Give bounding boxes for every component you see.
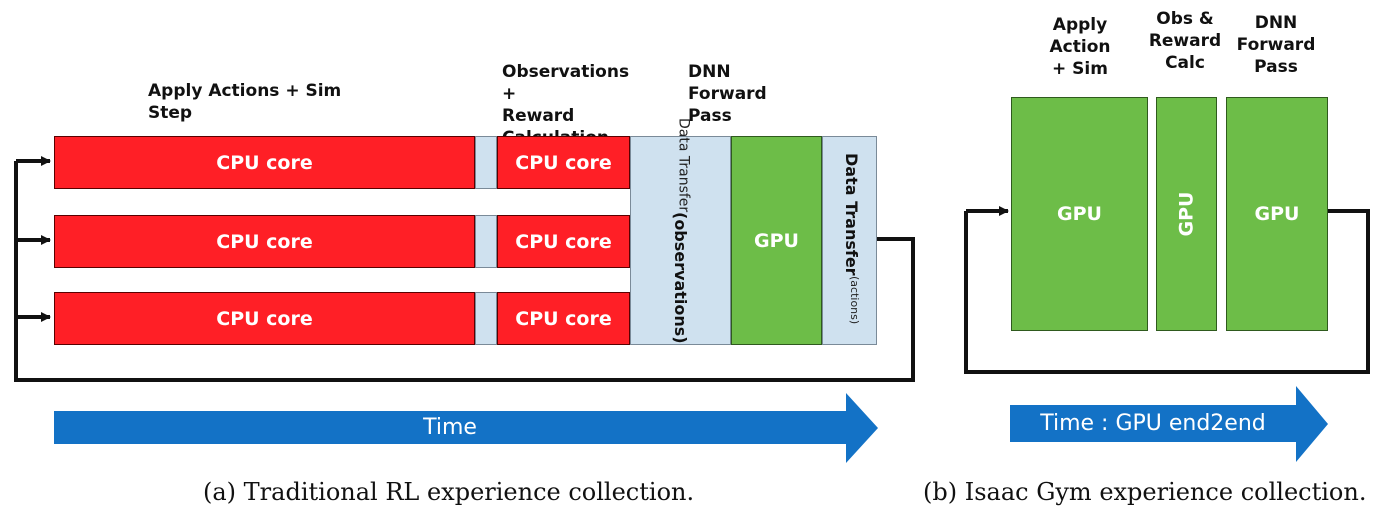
header-obs-reward-calc: Obs & Reward Calc (1148, 9, 1222, 73)
gpu-box-b2: GPU (1156, 97, 1217, 331)
time-label-a: Time (423, 415, 477, 440)
cpu-core-row2-sim: CPU core (54, 215, 475, 268)
panel-a-loop-line (14, 156, 915, 382)
header-apply-action-sim: Apply Action + Sim (1049, 15, 1111, 79)
gap-row1 (475, 136, 497, 189)
caption-a: (a) Traditional RL experience collection… (203, 478, 695, 506)
gpu-box-b2-label: GPU (1175, 191, 1198, 237)
panel-b-loop-line (964, 206, 1370, 374)
cpu-core-row3-sim: CPU core (54, 292, 475, 345)
time-label-b: Time : GPU end2end (1040, 411, 1266, 436)
header-dnn-forward-pass-b: DNN Forward Pass (1236, 13, 1316, 77)
cpu-core-row1-obs: CPU core (497, 136, 630, 189)
caption-b: (b) Isaac Gym experience collection. (923, 478, 1367, 506)
gap-row2 (475, 215, 497, 268)
header-dnn-forward-pass: DNN Forward Pass (688, 62, 767, 126)
data-transfer-observations-title: Data Transfer (675, 117, 692, 212)
time-arrow-a (54, 393, 878, 463)
cpu-core-row2-obs: CPU core (497, 215, 630, 268)
gap-row3 (475, 292, 497, 345)
data-transfer-observations: Data Transfer (observations) (630, 118, 731, 345)
data-transfer-observations-sub: (observations) (671, 211, 690, 344)
gpu-box-b3: GPU (1226, 97, 1328, 331)
cpu-core-row3-obs: CPU core (497, 292, 630, 345)
gpu-box-a: GPU (731, 136, 822, 345)
cpu-core-row1-sim: CPU core (54, 136, 475, 189)
data-transfer-actions: Data Transfer (actions) (822, 136, 877, 345)
gpu-box-b1: GPU (1011, 97, 1148, 331)
time-arrow-b (1010, 386, 1328, 462)
data-transfer-actions-sub: (actions) (848, 275, 861, 324)
data-transfer-actions-title: Data Transfer (842, 153, 861, 276)
header-sim-step: Apply Actions + Sim Step (148, 81, 342, 123)
